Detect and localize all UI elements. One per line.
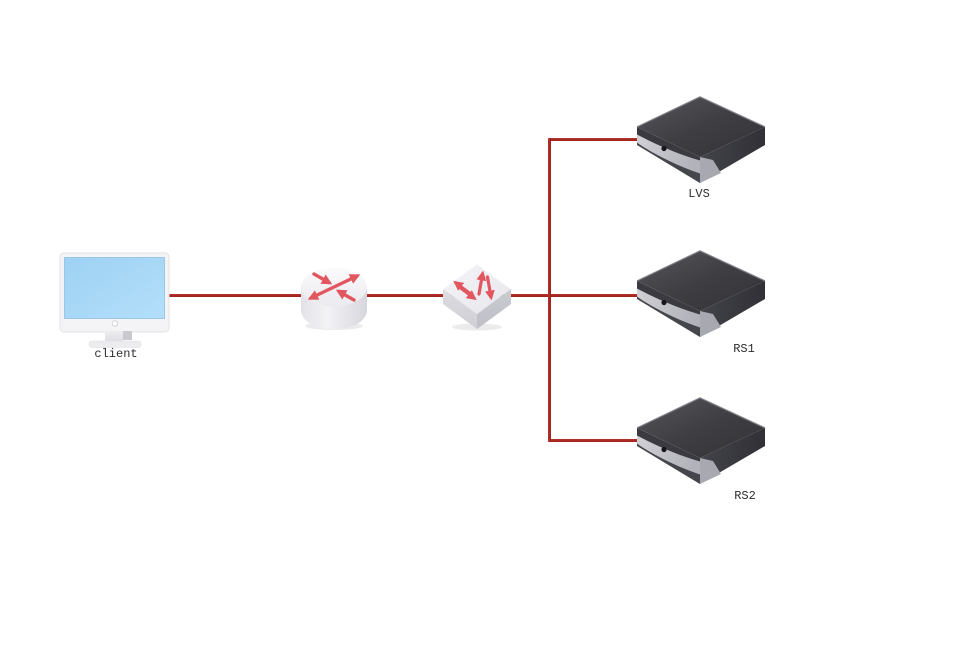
- server-icon: [636, 96, 766, 183]
- rs2-label: RS2: [734, 489, 756, 503]
- rs1-label: RS1: [733, 342, 755, 356]
- server-icon: [636, 250, 766, 337]
- router-icon: [301, 267, 367, 330]
- switch-icon: [442, 263, 512, 331]
- node-client: [59, 252, 171, 348]
- link-trunk-to-rs2: [548, 439, 638, 442]
- node-router: [300, 266, 368, 332]
- monitor-icon: [59, 252, 170, 348]
- client-label: client: [94, 347, 138, 361]
- node-switch: [442, 263, 512, 331]
- node-lvs: [636, 96, 766, 184]
- link-client-to-rs1: [168, 294, 638, 297]
- lvs-label: LVS: [688, 187, 710, 201]
- node-rs1: [636, 250, 766, 338]
- node-rs2: [636, 397, 766, 485]
- server-icon: [636, 397, 766, 484]
- link-trunk-to-lvs: [548, 138, 638, 141]
- link-vertical-trunk: [548, 138, 551, 442]
